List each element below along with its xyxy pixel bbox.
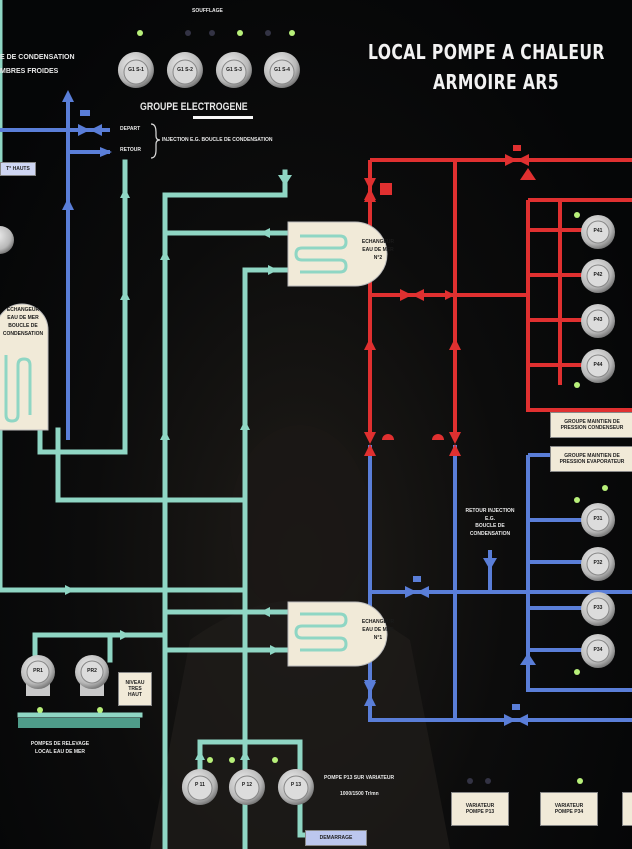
cold-pump-column: P31 P32 P33 P34 bbox=[578, 500, 632, 680]
pump-label: P44 bbox=[578, 363, 618, 368]
plaque-line: POMPE P34 bbox=[555, 809, 583, 815]
demarrage-tag: DEMARRAGE bbox=[305, 830, 367, 846]
relevage-tank bbox=[18, 718, 140, 728]
pump-label: P 11 bbox=[180, 783, 220, 788]
pump-label: P 13 bbox=[276, 783, 316, 788]
pump-p13[interactable]: P 13 bbox=[276, 765, 316, 809]
gauge-label: G1 S-3 bbox=[214, 68, 254, 73]
exchanger-2-label: ECHANGEUR EAU DE MER N°2 bbox=[355, 238, 401, 262]
variateur-p34: VARIATEUR POMPE P34 bbox=[540, 792, 598, 826]
pump-icon bbox=[18, 650, 58, 700]
rpm-label: 1000/1500 Tr/mn bbox=[340, 792, 379, 797]
exchanger-line: EAU DE MER bbox=[355, 626, 401, 634]
gauge-label: G1 S-1 bbox=[116, 68, 156, 73]
plaque-line: PRESSION CONDENSEUR bbox=[561, 425, 624, 431]
retour-injection-line: CONDENSATION bbox=[455, 531, 525, 539]
groupe-maintien-condenseur: GROUPE MAINTIEN DE PRESSION CONDENSEUR bbox=[550, 412, 632, 438]
left-exchanger-line: BOUCLE DE bbox=[0, 322, 46, 330]
plaque-line: HAUT bbox=[128, 692, 142, 698]
reflection-head bbox=[230, 425, 370, 615]
soufflage-label: SOUFFLAGE bbox=[192, 9, 223, 14]
pump-p42[interactable]: P42 bbox=[578, 256, 618, 296]
highlight-bar bbox=[193, 116, 253, 119]
bracket bbox=[151, 124, 160, 158]
retour-injection-line: RETOUR INJECTION bbox=[455, 508, 525, 516]
retour-injection-line: E.G. bbox=[455, 516, 525, 524]
demarrage-text: DEMARRAGE bbox=[320, 835, 353, 841]
pump-label: P43 bbox=[578, 318, 618, 323]
left-partial-gauge bbox=[0, 226, 14, 254]
pump-label: P33 bbox=[578, 606, 618, 611]
gauge-g1-s2[interactable]: G1 S-2 bbox=[165, 48, 205, 94]
exchanger-line: N°2 bbox=[355, 254, 401, 262]
relevage-line: POMPES DE RELEVAGE bbox=[10, 740, 110, 748]
left-exchanger-line: EAU DE MER bbox=[0, 314, 46, 322]
pump-label: P31 bbox=[578, 517, 618, 522]
condensation-label-2: MBRES FROIDES bbox=[0, 68, 58, 75]
pump-label: P42 bbox=[578, 273, 618, 278]
valve-actuator bbox=[80, 110, 90, 116]
pump-pr1[interactable]: PR1 bbox=[18, 650, 58, 700]
injection-label: INJECTION E.G. BOUCLE DE CONDENSATION bbox=[162, 138, 272, 143]
pump-p43[interactable]: P43 bbox=[578, 301, 618, 341]
left-exchanger-line: ECHANGEUR bbox=[0, 306, 46, 314]
panel-title-line1: LOCAL POMPE A CHALEUR bbox=[368, 42, 605, 63]
exchanger-1-label: ECHANGEUR EAU DE MER N°1 bbox=[355, 618, 401, 642]
niveau-tres-haut: NIVEAU TRES HAUT bbox=[118, 672, 152, 706]
pump-p32[interactable]: P32 bbox=[578, 544, 618, 584]
pump-label: PR1 bbox=[18, 669, 58, 674]
pump-label: P 12 bbox=[227, 783, 267, 788]
depart-label: DEPART bbox=[120, 127, 140, 132]
condensation-label-1: E DE CONDENSATION bbox=[0, 54, 75, 61]
groupe-electrogene-label: GROUPE ELECTROGENE bbox=[140, 102, 248, 114]
pump-pr2[interactable]: PR2 bbox=[72, 650, 112, 700]
gauge-g1-s3[interactable]: G1 S-3 bbox=[214, 48, 254, 94]
top-gauge-row: G1 S-1 G1 S-2 G1 S-3 G1 S-4 bbox=[112, 48, 302, 98]
pump-p41[interactable]: P41 bbox=[578, 212, 618, 252]
exchanger-line: EAU DE MER bbox=[355, 246, 401, 254]
pump-p31[interactable]: P31 bbox=[578, 500, 618, 540]
variateur-partial bbox=[622, 792, 632, 826]
exchanger-line: ECHANGEUR bbox=[355, 618, 401, 626]
pump-label: P41 bbox=[578, 229, 618, 234]
gauge-label: G1 S-4 bbox=[262, 68, 302, 73]
pompes-relevage-label: POMPES DE RELEVAGE LOCAL EAU DE MER bbox=[10, 740, 110, 756]
pump-label: P32 bbox=[578, 561, 618, 566]
t-hauts-tag: T° HAUTS bbox=[0, 162, 36, 176]
left-exchanger-label: ECHANGEUR EAU DE MER BOUCLE DE CONDENSAT… bbox=[0, 306, 46, 338]
exchanger-line: N°1 bbox=[355, 634, 401, 642]
pump-icon bbox=[72, 650, 112, 700]
plaque-line: PRESSION EVAPORATEUR bbox=[560, 459, 625, 465]
gauge-label: G1 S-2 bbox=[165, 68, 205, 73]
pump-p11[interactable]: P 11 bbox=[180, 765, 220, 809]
pump-p34[interactable]: P34 bbox=[578, 631, 618, 671]
t-hauts-text: T° HAUTS bbox=[6, 166, 30, 172]
pump-p12[interactable]: P 12 bbox=[227, 765, 267, 809]
variateur-p13: VARIATEUR POMPE P13 bbox=[451, 792, 509, 826]
gauge-g1-s1[interactable]: G1 S-1 bbox=[116, 48, 156, 94]
pump-p44[interactable]: P44 bbox=[578, 346, 618, 386]
plaque-line: POMPE P13 bbox=[466, 809, 494, 815]
pump-label: PR2 bbox=[72, 669, 112, 674]
left-exchanger-line: CONDENSATION bbox=[0, 330, 46, 338]
pump-p33[interactable]: P33 bbox=[578, 589, 618, 629]
relevage-line: LOCAL EAU DE MER bbox=[10, 748, 110, 756]
panel-title-line2: ARMOIRE AR5 bbox=[433, 72, 559, 93]
pompe-p13-variateur-label: POMPE P13 SUR VARIATEUR bbox=[324, 776, 394, 781]
groupe-maintien-evaporateur: GROUPE MAINTIEN DE PRESSION EVAPORATEUR bbox=[550, 446, 632, 472]
retour-label: RETOUR bbox=[120, 148, 141, 153]
gauge-g1-s4[interactable]: G1 S-4 bbox=[262, 48, 302, 94]
retour-injection-line: BOUCLE DE bbox=[455, 523, 525, 531]
exchanger-line: ECHANGEUR bbox=[355, 238, 401, 246]
hot-pump-column: P41 P42 P43 P44 bbox=[578, 210, 632, 390]
pump-label: P34 bbox=[578, 648, 618, 653]
retour-injection-label: RETOUR INJECTION E.G. BOUCLE DE CONDENSA… bbox=[455, 508, 525, 538]
